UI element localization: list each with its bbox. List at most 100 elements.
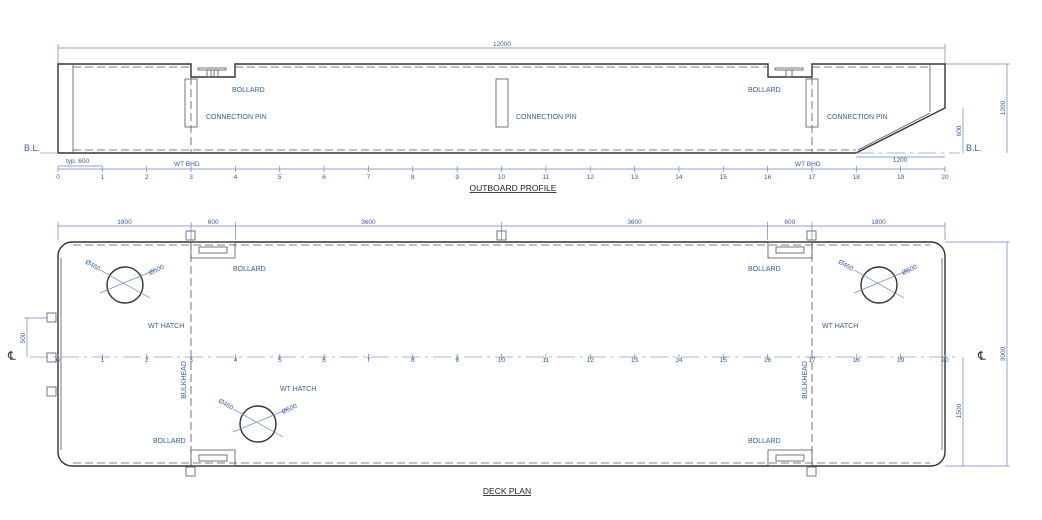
typ-spacing-label: typ. 600	[66, 158, 90, 165]
frame-number: 6	[322, 174, 326, 181]
centerline-symbol: ℄	[977, 349, 986, 363]
frame-number: 2	[145, 174, 149, 181]
frame-number: 1	[101, 174, 105, 181]
bollard-icon	[190, 241, 236, 259]
frame-number: 2	[145, 357, 149, 364]
frame-number: 18	[853, 174, 861, 181]
frame-number: 5	[278, 357, 282, 364]
bollard-label: BOLLARD	[748, 438, 781, 445]
top-dim-label: 600	[208, 219, 219, 226]
frame-number: 14	[675, 357, 683, 364]
frame-number: 1	[101, 357, 105, 364]
frame-number: 17	[808, 174, 816, 181]
bollard-icon	[767, 449, 813, 467]
depth-label: 1200	[1000, 100, 1007, 115]
connection-pin-label: CONNECTION PIN	[516, 114, 577, 121]
wt-bhd-label: WT BHD	[795, 161, 821, 168]
frame-number: 20	[941, 174, 949, 181]
bollard-icon	[774, 67, 804, 78]
frame-number: 9	[455, 357, 459, 364]
frame-number: 20	[941, 357, 949, 364]
frame-number: 14	[675, 174, 683, 181]
frame-number: 10	[498, 357, 506, 364]
wt-hatch-icon	[853, 266, 910, 304]
dia-inner-label: Ø460	[837, 259, 855, 273]
bollard-label: BOLLARD	[153, 438, 186, 445]
outboard-profile: 12000 BOLLARD BOLLARD CONNECTION PIN CON…	[24, 41, 1010, 193]
frame-number: 17	[808, 357, 816, 364]
connection-pin-icon	[184, 78, 198, 128]
connection-pin-label: CONNECTION PIN	[206, 114, 267, 121]
pin-spacing-label: 500	[20, 332, 27, 343]
wt-bhd-label: WT BHD	[174, 161, 200, 168]
top-dim-label: 1800	[871, 219, 886, 226]
frame-number: 4	[234, 357, 238, 364]
pin-lug-icons	[46, 230, 817, 477]
frame-number: 4	[234, 174, 238, 181]
frame-number: 5	[278, 174, 282, 181]
top-dim-label: 1800	[117, 219, 132, 226]
bow-rise-label: 600	[956, 125, 963, 136]
frame-number: 18	[853, 357, 861, 364]
frame-number: 16	[764, 357, 772, 364]
bow-length-label: 1200	[893, 157, 908, 164]
frame-number: 3	[189, 174, 193, 181]
frame-number: 13	[631, 174, 639, 181]
frame-number: 12	[587, 357, 595, 364]
frame-number: 7	[367, 357, 371, 364]
baseline-label: B.L.	[966, 143, 982, 153]
dia-outer-label: Ø500	[901, 264, 919, 277]
connection-pin-icon	[805, 78, 819, 128]
dia-outer-label: Ø500	[281, 403, 299, 416]
frame-number: 8	[411, 357, 415, 364]
bollard-label: BOLLARD	[232, 87, 265, 94]
wt-hatch-icon	[232, 405, 289, 443]
frame-number: 11	[542, 357, 549, 364]
dia-inner-label: Ø460	[84, 259, 102, 273]
frame-number: 9	[455, 174, 459, 181]
frame-number: 8	[411, 174, 415, 181]
baseline-label: B.L.	[24, 143, 40, 153]
centerline-symbol: ℄	[7, 349, 16, 363]
beam-label: 3000	[1000, 346, 1007, 361]
frame-number: 15	[720, 174, 728, 181]
frame-number: 10	[498, 174, 506, 181]
frame-number: 13	[631, 357, 639, 364]
outboard-profile-title: OUTBOARD PROFILE	[470, 183, 557, 193]
half-beam-label: 1500	[956, 403, 963, 418]
top-dim-label: 3600	[627, 219, 642, 226]
dia-inner-label: Ø460	[217, 398, 235, 412]
frame-number: 7	[367, 174, 371, 181]
frame-number: 6	[322, 357, 326, 364]
top-dim-label: 600	[784, 219, 795, 226]
frame-number: 12	[587, 174, 595, 181]
wt-hatch-label: WT HATCH	[148, 323, 184, 330]
connection-pin-icon	[495, 78, 509, 128]
bulkhead-label: BULKHEAD	[181, 361, 188, 399]
frame-number: 3	[189, 357, 193, 364]
wt-hatch-icon	[99, 266, 156, 304]
frame-number: 11	[542, 174, 549, 181]
overall-length-label: 12000	[493, 41, 511, 48]
bollard-icon	[197, 67, 227, 78]
bollard-icon	[767, 241, 813, 259]
connection-pin-label: CONNECTION PIN	[827, 114, 888, 121]
bollard-label: BOLLARD	[748, 87, 781, 94]
frame-number: 19	[897, 174, 905, 181]
frame-number: 0	[56, 174, 60, 181]
wt-hatch-label: WT HATCH	[280, 386, 316, 393]
deck-plan: 1800 600 3600 3600 600 1800 BULKHEAD BULKHEAD…	[7, 219, 1010, 496]
top-dim-label: 3600	[361, 219, 376, 226]
bollard-label: BOLLARD	[748, 266, 781, 273]
bollard-icon	[190, 449, 236, 467]
dia-outer-label: Ø500	[148, 264, 166, 277]
deck-plan-title: DECK PLAN	[483, 486, 531, 496]
frame-number: 0	[56, 357, 60, 364]
frame-number: 15	[720, 357, 728, 364]
frame-number: 19	[897, 357, 905, 364]
bulkhead-label: BULKHEAD	[802, 361, 809, 399]
frame-number: 16	[764, 174, 772, 181]
